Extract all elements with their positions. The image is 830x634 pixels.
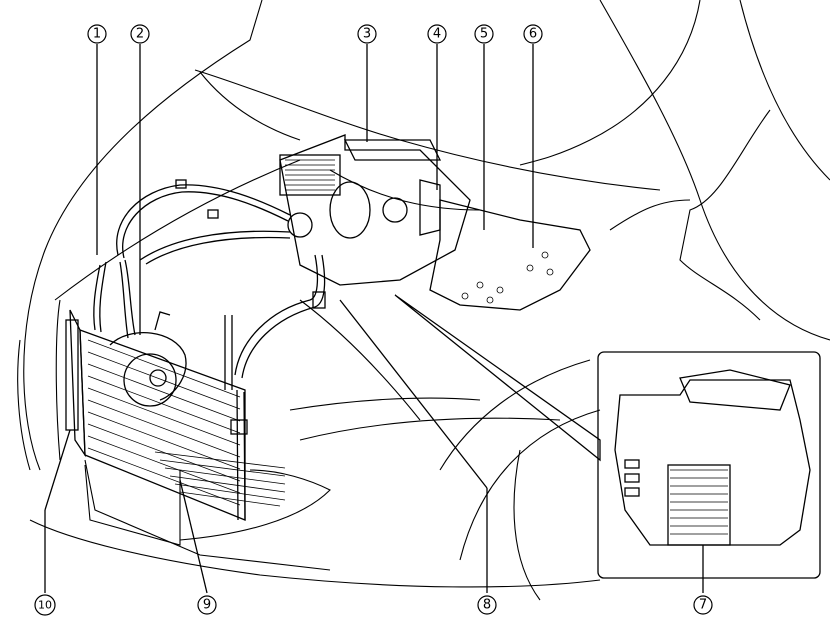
callout-5: 5 (474, 24, 494, 44)
callout-5-label: 5 (480, 27, 488, 42)
callout-4-label: 4 (433, 27, 441, 42)
callout-6-label: 6 (529, 27, 537, 42)
refrigerant-pipes (93, 179, 326, 521)
inset-detail (394, 294, 821, 579)
callout-2-label: 2 (136, 27, 144, 42)
car-body-outline (17, 0, 830, 601)
callout-3-label: 3 (363, 27, 371, 42)
callout-2: 2 (130, 24, 150, 44)
callout-9-label: 9 (203, 598, 211, 613)
compressor (109, 311, 187, 407)
callout-10-label: 10 (38, 599, 52, 612)
front-grille (154, 451, 286, 507)
callout-8: 8 (477, 595, 497, 615)
condenser (65, 309, 246, 521)
air-duct (429, 199, 591, 311)
callout-6: 6 (523, 24, 543, 44)
callout-1-label: 1 (93, 27, 101, 42)
callout-8-label: 8 (483, 598, 491, 613)
callout-7: 7 (693, 595, 713, 615)
callout-4: 4 (427, 24, 447, 44)
callout-3: 3 (357, 24, 377, 44)
callout-10: 10 (34, 594, 56, 616)
leader-lines (44, 44, 704, 594)
hvac-unit (279, 134, 471, 286)
callout-9: 9 (197, 595, 217, 615)
callout-1: 1 (87, 24, 107, 44)
callout-7-label: 7 (699, 598, 707, 613)
